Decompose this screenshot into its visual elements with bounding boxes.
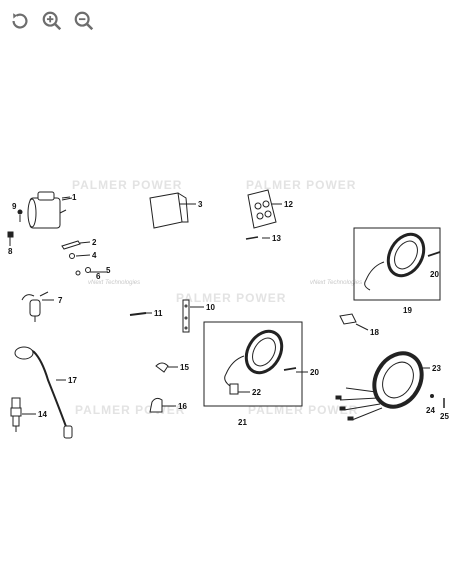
callout-19[interactable]: 19: [403, 306, 412, 315]
callout-1[interactable]: 1: [72, 193, 77, 202]
callout-7[interactable]: 7: [58, 296, 63, 305]
zoom-out-button[interactable]: [72, 9, 96, 33]
stator-plate[interactable]: [224, 325, 289, 387]
callout-5[interactable]: 5: [106, 266, 111, 275]
callout-9[interactable]: 9: [12, 202, 17, 211]
callout-16[interactable]: 16: [178, 402, 187, 411]
callout-13[interactable]: 13: [272, 234, 281, 243]
callout-17[interactable]: 17: [68, 376, 77, 385]
watermark-sub: vNext Technologies: [88, 280, 141, 286]
rotate-button[interactable]: [8, 9, 32, 33]
callout-23[interactable]: 23: [432, 364, 441, 373]
callout-6[interactable]: 6: [96, 272, 101, 281]
zoom-in-icon: [42, 11, 62, 31]
ignition-coil[interactable]: [27, 191, 73, 229]
zoom-out-icon: [74, 11, 94, 31]
callout-18[interactable]: 18: [370, 328, 379, 337]
callout-20[interactable]: 20: [430, 270, 439, 279]
viewer-toolbar: [8, 9, 96, 35]
callout-25[interactable]: 25: [440, 412, 449, 421]
callout-12[interactable]: 12: [284, 200, 293, 209]
callout-4[interactable]: 4: [92, 251, 97, 260]
watermark-brand: PALMER POWER: [246, 178, 357, 192]
callout-24[interactable]: 24: [426, 406, 435, 415]
callout-14[interactable]: 14: [38, 410, 47, 419]
rotate-icon: [12, 13, 28, 29]
generator-stator[interactable]: [335, 345, 431, 421]
spark-plug[interactable]: [10, 397, 22, 432]
callout-15[interactable]: 15: [180, 363, 189, 372]
bolt[interactable]: [7, 231, 14, 246]
callout-20b[interactable]: 20: [310, 368, 319, 377]
callout-10[interactable]: 10: [206, 303, 215, 312]
callout-11[interactable]: 11: [154, 309, 163, 318]
callout-2[interactable]: 2: [92, 238, 97, 247]
flywheel-magneto[interactable]: [364, 228, 431, 291]
watermark-sub: vNext Technologies: [310, 280, 363, 286]
high-tension-lead[interactable]: [14, 346, 73, 439]
watermark-brand: PALMER POWER: [72, 178, 183, 192]
spark-plug-cap[interactable]: [21, 291, 49, 322]
zoom-in-button[interactable]: [40, 9, 64, 33]
callout-22[interactable]: 22: [252, 388, 261, 397]
callout-3[interactable]: 3: [198, 200, 203, 209]
terminal-plate[interactable]: [247, 189, 277, 229]
callout-8[interactable]: 8: [8, 247, 13, 256]
mounting-plate[interactable]: [149, 192, 189, 229]
callout-21[interactable]: 21: [238, 418, 247, 427]
watermark-brand: PALMER POWER: [176, 291, 287, 305]
